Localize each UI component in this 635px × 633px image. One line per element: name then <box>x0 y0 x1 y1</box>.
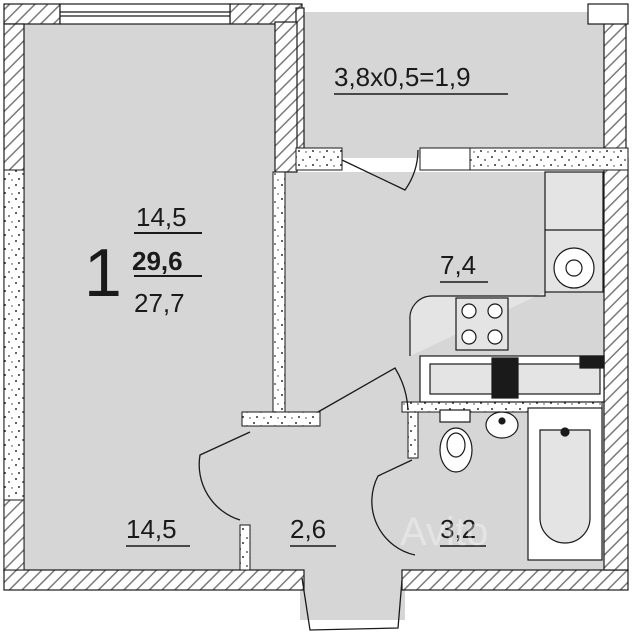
rooms-count: 1 <box>84 235 122 311</box>
watermark: Avito <box>400 510 488 554</box>
door-kitchen <box>317 367 409 413</box>
wall-right <box>603 157 629 571</box>
balcony-wall-right <box>603 7 627 159</box>
bathroom-fixtures <box>439 407 603 561</box>
window-right-top <box>587 3 629 25</box>
interior-walls <box>3 147 629 571</box>
door-balcony <box>341 149 419 191</box>
wall-hall-stub <box>241 411 321 427</box>
area-excl-balcony-label: 27,7 <box>134 288 185 318</box>
door-entry <box>301 577 403 631</box>
wall-hall-lower <box>239 524 251 571</box>
wall-bottom-left <box>3 569 305 591</box>
balcony-window <box>419 147 471 171</box>
wall-balcony-bottom-left <box>295 147 343 171</box>
window-top <box>59 3 231 25</box>
balcony-floor <box>302 12 604 158</box>
door-living <box>198 431 251 521</box>
wall-top-left <box>3 3 61 25</box>
hallway-floor <box>250 405 420 570</box>
wall-balcony-bottom-right <box>469 147 629 171</box>
wall-top-mid <box>229 3 303 25</box>
living-room-floor <box>22 22 275 570</box>
washbasin-icon <box>485 411 519 439</box>
kitchen-area-label: 7,4 <box>440 250 476 280</box>
wall-left-hatch-low <box>3 499 25 571</box>
kitchen-fixtures <box>409 171 605 403</box>
partition-living-kitchen <box>274 21 298 173</box>
door-bathroom <box>371 459 416 556</box>
toilet-tank <box>439 409 471 423</box>
doors <box>198 149 419 631</box>
total-area-label: 29,6 <box>132 246 183 276</box>
balcony-area-label: 3,8x0,5=1,9 <box>334 62 471 92</box>
living-room-area-label: 14,5 <box>126 514 177 544</box>
wall-bottom-right <box>401 569 629 591</box>
floor-areas <box>22 12 604 620</box>
living-area-label: 14,5 <box>136 202 187 232</box>
bathroom-area-label: 3,2 <box>440 514 476 544</box>
wall-bath-left <box>407 411 419 459</box>
wall-living-hall <box>272 171 286 413</box>
hallway-entry-floor <box>300 560 405 620</box>
wall-left-speck-1 <box>3 169 25 501</box>
hallway-area-label: 2,6 <box>290 514 326 544</box>
